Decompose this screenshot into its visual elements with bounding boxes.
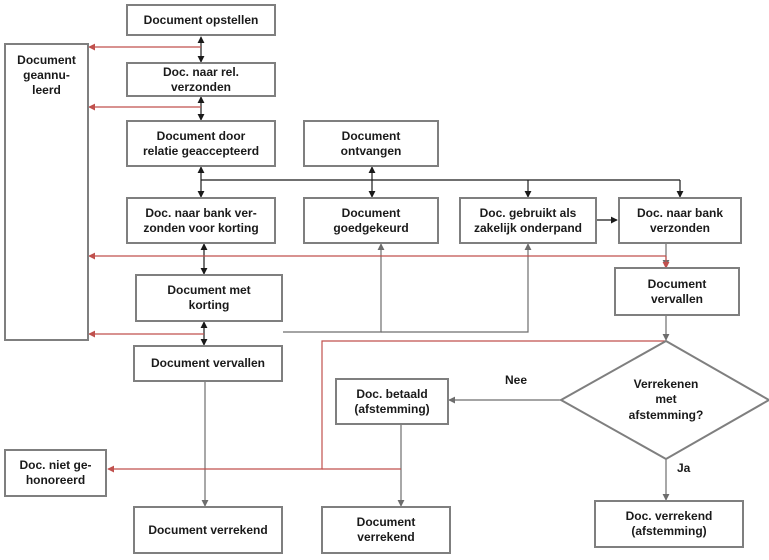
node-document-vervallen-right: Document vervallen — [614, 267, 740, 316]
node-doc-niet-gehonoreerd: Doc. niet ge- honoreerd — [4, 449, 107, 497]
node-document-verrekend-left: Document verrekend — [133, 506, 283, 554]
node-label: Document verrekend — [148, 522, 268, 537]
node-document-goedgekeurd: Document goedgekeurd — [303, 197, 439, 244]
node-label: Doc. niet ge- honoreerd — [19, 458, 92, 487]
edge-met-korting-to-goedgekeurd — [283, 243, 385, 333]
node-label: Document door relatie geaccepteerd — [142, 128, 260, 158]
node-document-vervallen-left: Document vervallen — [133, 345, 283, 382]
node-label: Document ontvangen — [340, 128, 402, 158]
node-document-verrekend-mid: Document verrekend — [321, 506, 451, 554]
node-label: Document vervallen — [150, 356, 266, 370]
node-label: Document met korting — [167, 283, 251, 312]
node-label: Document geannu- leerd — [17, 53, 76, 97]
node-doc-naar-rel-verzonden: Doc. naar rel. verzonden — [126, 62, 276, 97]
decision-label: Verrekenen met afstemming? — [628, 376, 704, 422]
node-label: Doc. betaald (afstemming) — [354, 386, 430, 416]
node-label: Document verrekend — [356, 515, 416, 544]
node-document-geannuleerd: Document geannu- leerd — [4, 43, 89, 341]
node-doc-onderpand: Doc. gebruikt als zakelijk onderpand — [459, 197, 597, 244]
node-doc-verrekend-afstemming: Doc. verrekend (afstemming) — [594, 500, 744, 548]
node-document-opstellen: Document opstellen — [126, 4, 276, 36]
node-label: Document goedgekeurd — [333, 205, 409, 235]
edge-niet-gehonoreerd — [107, 340, 666, 473]
node-label: Doc. verrekend (afstemming) — [625, 509, 713, 538]
node-doc-betaald: Doc. betaald (afstemming) — [335, 378, 449, 425]
node-doc-naar-bank-verzonden: Doc. naar bank verzonden — [618, 197, 742, 244]
node-label: Doc. naar bank verzonden — [636, 205, 724, 235]
decision-diamond — [558, 339, 769, 461]
node-label: Document vervallen — [647, 276, 707, 306]
node-document-met-korting: Document met korting — [135, 274, 283, 322]
node-label: Doc. naar rel. verzonden — [162, 64, 240, 94]
node-label: Doc. naar bank ver- zonden voor korting — [143, 205, 259, 235]
node-document-ontvangen: Document ontvangen — [303, 120, 439, 167]
node-label: Doc. gebruikt als zakelijk onderpand — [473, 205, 583, 235]
edge-met-korting-to-onderpand — [381, 243, 532, 333]
node-label: Document opstellen — [143, 12, 259, 27]
edge-label-ja: Ja — [677, 461, 691, 475]
node-doc-bank-korting: Doc. naar bank ver- zonden voor korting — [126, 197, 276, 244]
edge-label-nee: Nee — [505, 373, 528, 387]
node-document-geaccepteerd: Document door relatie geaccepteerd — [126, 120, 276, 167]
